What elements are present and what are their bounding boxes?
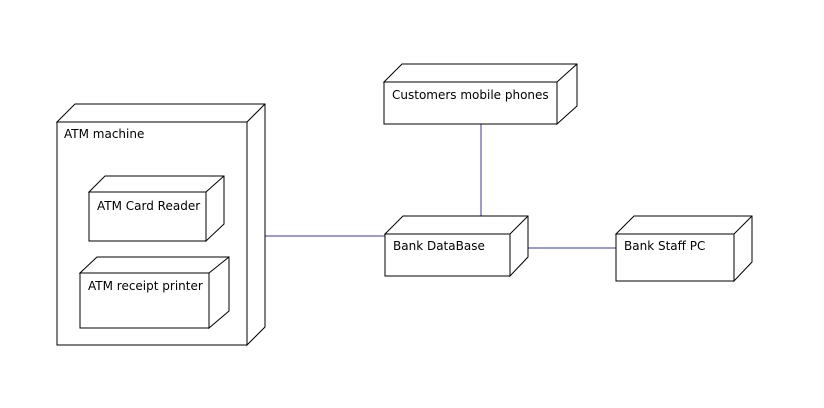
node-bank-database-label: Bank DataBase [393,239,485,253]
node-atm-receipt-printer-label: ATM receipt printer [88,279,203,293]
node-customers-mobile-phones-label: Customers mobile phones [392,88,549,102]
node-bank-database[interactable]: Bank DataBase [383,215,529,278]
node-bank-staff-pc[interactable]: Bank Staff PC [614,215,753,283]
node-atm-machine-label: ATM machine [64,127,144,141]
node-atm-receipt-printer[interactable]: ATM receipt printer [78,256,230,330]
node-bank-staff-pc-label: Bank Staff PC [624,239,705,253]
node-atm-card-reader-label: ATM Card Reader [97,199,200,213]
node-customers-mobile-phones[interactable]: Customers mobile phones [382,63,578,126]
node-atm-card-reader[interactable]: ATM Card Reader [87,175,225,243]
